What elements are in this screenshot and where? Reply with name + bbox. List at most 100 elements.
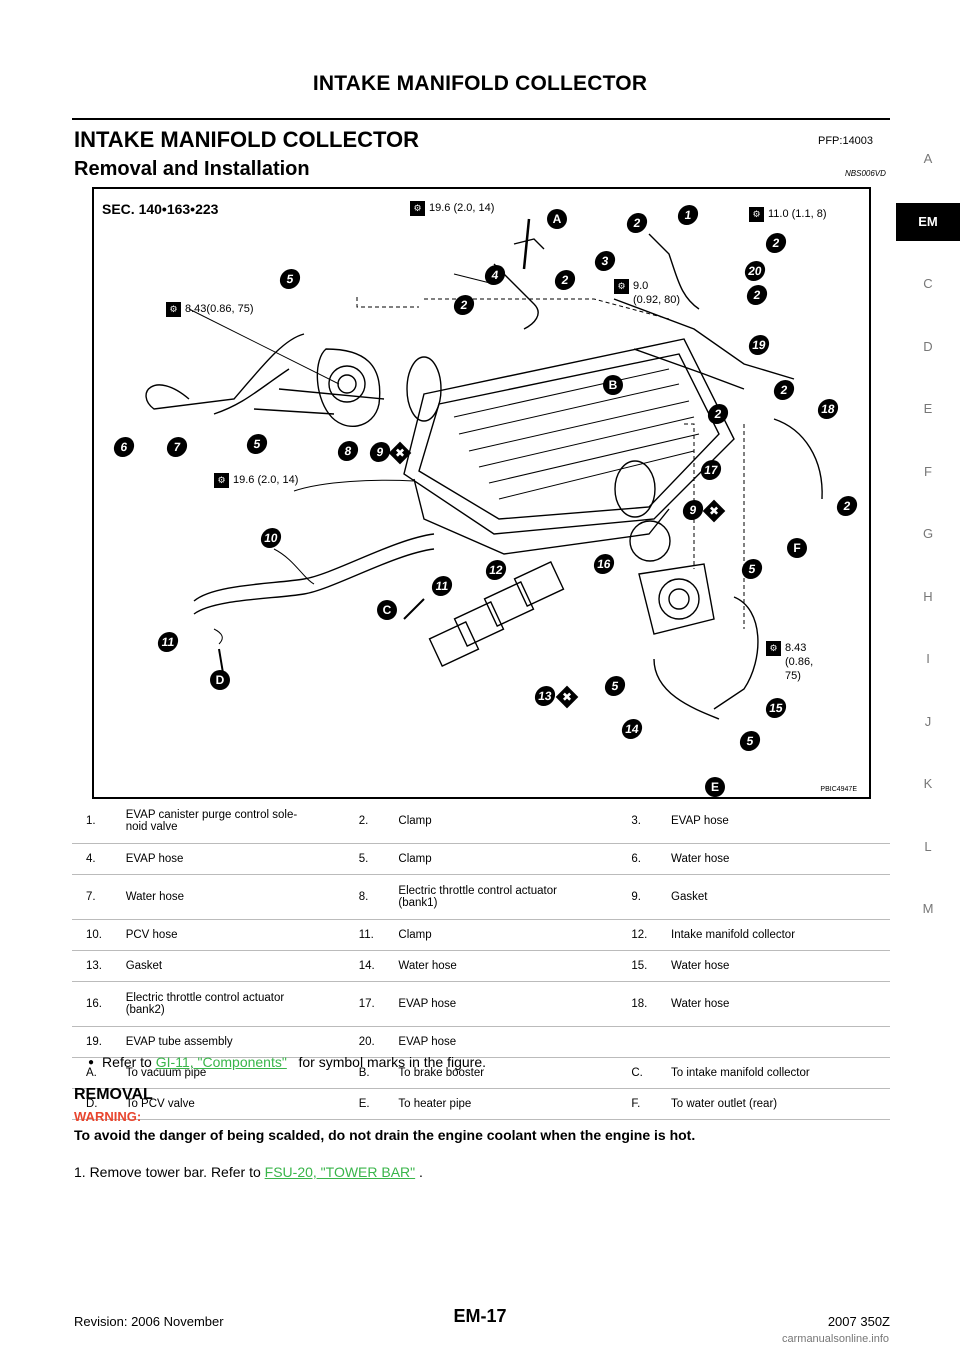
ref-letter-b: B: [603, 375, 623, 395]
index-tab-f[interactable]: F: [924, 463, 932, 479]
section-title: INTAKE MANIFOLD COLLECTOR: [74, 127, 420, 152]
ref-letter-f: F: [787, 538, 807, 558]
legend-item-description: To intake manifold collector: [665, 1057, 890, 1089]
legend-item-number: C.: [617, 1057, 666, 1089]
legend-item-description: EVAP hose: [392, 981, 618, 1027]
bullet-icon: ●: [88, 1057, 95, 1068]
step-suffix: .: [419, 1164, 423, 1180]
legend-item-description: Water hose: [665, 981, 890, 1027]
legend-item-description: To vacuum pipe: [119, 1057, 345, 1089]
exploded-diagram: SEC. 140•163•223 ⚙19.6 (2.0, 14) ⚙11.0 (…: [92, 187, 871, 799]
index-tab-a[interactable]: A: [923, 151, 933, 166]
index-tab-e[interactable]: E: [923, 401, 933, 416]
ref-letter-a: A: [547, 209, 567, 229]
torque-wrench-icon: ⚙: [766, 641, 781, 656]
index-tab-k[interactable]: K: [923, 776, 933, 791]
torque-wrench-icon: ⚙: [614, 279, 629, 294]
legend-item-number: 10.: [72, 919, 120, 951]
torque-wrench-icon: ⚙: [166, 302, 181, 317]
legend-row: 16.Electric throttle control actuator (b…: [72, 981, 890, 1027]
index-tab-d[interactable]: D: [923, 338, 933, 354]
legend-item-number: 1.: [72, 799, 120, 844]
legend-item-description: Water hose: [665, 843, 890, 875]
legend-item-description: EVAP tube assembly: [119, 1026, 345, 1058]
index-tab-g[interactable]: G: [922, 526, 934, 541]
legend-item-description: To water outlet (rear): [665, 1088, 890, 1120]
legend-item-description: [665, 1026, 890, 1058]
torque-spec: ⚙8.43(0.86, 75): [166, 302, 254, 317]
torque-wrench-icon: ⚙: [749, 207, 764, 222]
footer-model: 2007 350Z: [827, 1314, 890, 1329]
legend-item-number: 11.: [344, 919, 393, 951]
diagram-drawing: [145, 218, 823, 720]
legend-item-number: 13.: [72, 950, 120, 982]
footer-page-number: EM-17: [453, 1306, 507, 1326]
legend-item-number: 5.: [344, 843, 393, 875]
legend-item-description: Water hose: [119, 874, 345, 920]
parts-legend-table: 1.EVAP canister purge control sole- noid…: [72, 799, 890, 1120]
legend-item-number: 20.: [344, 1026, 393, 1058]
ref-letter-e: E: [705, 777, 725, 797]
legend-item-number: D.: [72, 1088, 120, 1120]
index-tab-m[interactable]: M: [922, 901, 934, 916]
legend-item-description: To heater pipe: [392, 1088, 618, 1120]
legend-row: 1.EVAP canister purge control sole- noid…: [72, 799, 890, 844]
legend-item-number: A.: [72, 1057, 120, 1089]
sec-label: SEC. 140•163•223: [102, 201, 219, 217]
subsection-code: NBS006VD: [845, 169, 886, 178]
legend-item-description: Water hose: [392, 950, 618, 982]
legend-item-description: EVAP hose: [392, 1026, 618, 1058]
legend-item-number: [617, 1026, 666, 1058]
section-index-sidebar: A EM C D E F G H I J K L M: [896, 140, 960, 953]
legend-item-description: EVAP canister purge control sole- noid v…: [119, 799, 345, 844]
legend-item-description: Electric throttle control actuator (bank…: [392, 874, 618, 920]
legend-item-description: Water hose: [665, 950, 890, 982]
legend-item-description: Intake manifold collector: [665, 919, 890, 951]
ref-letter-d: D: [210, 670, 230, 690]
legend-item-number: 8.: [344, 874, 393, 920]
header-rule: [72, 118, 890, 120]
fsu-tower-bar-link[interactable]: FSU-20, "TOWER BAR": [264, 1164, 416, 1180]
legend-item-number: 4.: [72, 843, 120, 875]
page-header-title: INTAKE MANIFOLD COLLECTOR: [312, 72, 648, 95]
index-tab-em[interactable]: EM: [896, 202, 960, 241]
legend-item-description: Clamp: [392, 919, 618, 951]
legend-item-number: F.: [617, 1088, 666, 1120]
torque-spec: ⚙8.43 (0.86, 75): [766, 641, 813, 683]
warning-text: To avoid the danger of being scalded, do…: [74, 1127, 696, 1143]
removal-heading: REMOVAL: [74, 1086, 153, 1103]
torque-spec: ⚙19.6 (2.0, 14): [410, 201, 494, 216]
legend-item-number: 16.: [72, 981, 120, 1027]
torque-wrench-icon: ⚙: [214, 473, 229, 488]
note-prefix: Refer to: [102, 1054, 152, 1070]
legend-item-description: Electric throttle control actuator (bank…: [119, 981, 345, 1027]
legend-item-description: Gasket: [665, 874, 890, 920]
legend-item-number: 6.: [617, 843, 666, 875]
legend-item-number: 12.: [617, 919, 666, 951]
legend-item-description: Gasket: [119, 950, 345, 982]
pfp-code: PFP:14003: [818, 135, 874, 147]
legend-item-number: B.: [344, 1057, 393, 1089]
index-tab-c[interactable]: C: [923, 276, 933, 291]
image-id: PBIC4947E: [820, 786, 857, 793]
torque-wrench-icon: ⚙: [410, 201, 425, 216]
legend-item-number: E.: [344, 1088, 393, 1120]
index-tab-j[interactable]: J: [924, 713, 932, 729]
legend-item-description: EVAP hose: [119, 843, 345, 875]
index-tab-h[interactable]: H: [923, 588, 933, 604]
torque-spec: ⚙11.0 (1.1, 8): [749, 207, 827, 222]
torque-spec: ⚙19.6 (2.0, 14): [214, 473, 298, 488]
gi-components-link[interactable]: GI-11, "Components": [155, 1054, 287, 1070]
index-tab-i[interactable]: I: [926, 651, 930, 666]
legend-item-number: 7.: [72, 874, 120, 920]
index-tab-l[interactable]: L: [924, 838, 932, 854]
legend-item-number: 17.: [344, 981, 393, 1027]
legend-item-number: 2.: [344, 799, 393, 844]
legend-item-number: 15.: [617, 950, 666, 982]
note-suffix: for symbol marks in the figure.: [298, 1054, 487, 1070]
legend-item-description: To brake booster: [392, 1057, 618, 1089]
step-prefix: 1. Remove tower bar. Refer to: [74, 1164, 261, 1180]
